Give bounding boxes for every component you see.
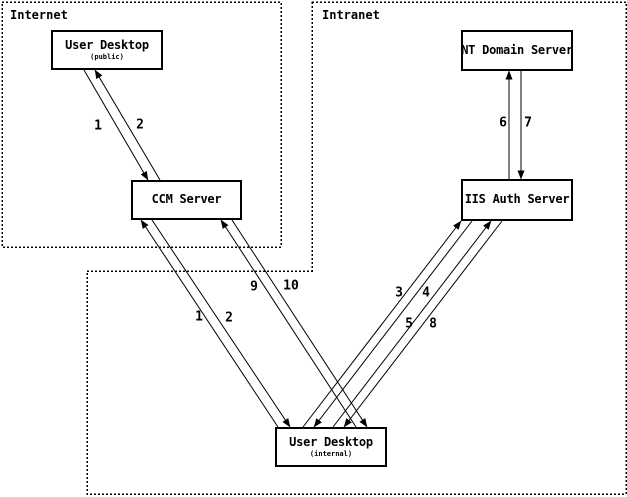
edge-label-10: 10 — [283, 279, 299, 294]
node-ccm-server: CCM Server — [131, 180, 242, 220]
edge-label-8: 8 — [429, 317, 437, 332]
edge-arrow-user-desktop-internal-to-ccm-server-step-1 — [140, 219, 279, 428]
zone-label-intranet: Intranet — [322, 8, 380, 22]
zone-label-internet: Internet — [10, 8, 68, 22]
edge-label-9: 9 — [250, 280, 258, 295]
node-title: User Desktop — [65, 38, 149, 53]
node-nt-domain-server: NT Domain Server — [461, 30, 573, 71]
edge-label-3: 3 — [395, 286, 403, 301]
edge-label-5: 5 — [405, 317, 413, 332]
node-title: IIS Auth Server — [464, 192, 570, 207]
edge-arrow-ccm-server-to-user-desktop-public-step-2 — [94, 69, 161, 181]
edge-label-6: 6 — [499, 116, 507, 131]
node-title: User Desktop — [289, 435, 373, 450]
edge-label-1: 1 — [94, 119, 102, 134]
edge-arrow-user-desktop-internal-to-iis-auth-server-step-3 — [302, 220, 462, 428]
node-title: CCM Server — [151, 192, 222, 207]
edge-arrow-iis-auth-server-to-user-desktop-internal-step-8 — [343, 220, 503, 428]
edge-arrow-ccm-server-to-user-desktop-internal-step-2 — [151, 219, 291, 428]
edge-label-7: 7 — [524, 116, 532, 131]
node-title: NT Domain Server — [461, 42, 573, 57]
edge-arrow-user-desktop-internal-to-ccm-server-step-9 — [220, 219, 357, 428]
node-subtitle: (public) — [90, 52, 124, 61]
edge-label-4: 4 — [422, 286, 430, 301]
edge-label-2: 2 — [225, 311, 233, 326]
edge-arrow-user-desktop-internal-to-iis-auth-server-step-5 — [332, 220, 492, 428]
edge-label-2: 2 — [136, 118, 144, 133]
zone-intranet-boundary — [86, 1, 627, 495]
zone-internet-boundary — [1, 1, 282, 248]
edge-arrow-user-desktop-public-to-ccm-server-step-1 — [83, 69, 149, 181]
node-subtitle: (internal) — [309, 449, 353, 458]
edge-arrow-ccm-server-to-user-desktop-internal-step-10 — [231, 219, 368, 428]
node-user-desktop-internal: User Desktop (internal) — [275, 427, 387, 467]
node-iis-auth-server: IIS Auth Server — [461, 179, 573, 221]
edge-arrow-iis-auth-server-to-user-desktop-internal-step-4 — [313, 220, 473, 428]
edge-label-1: 1 — [195, 310, 203, 325]
node-user-desktop-public: User Desktop (public) — [51, 30, 163, 70]
